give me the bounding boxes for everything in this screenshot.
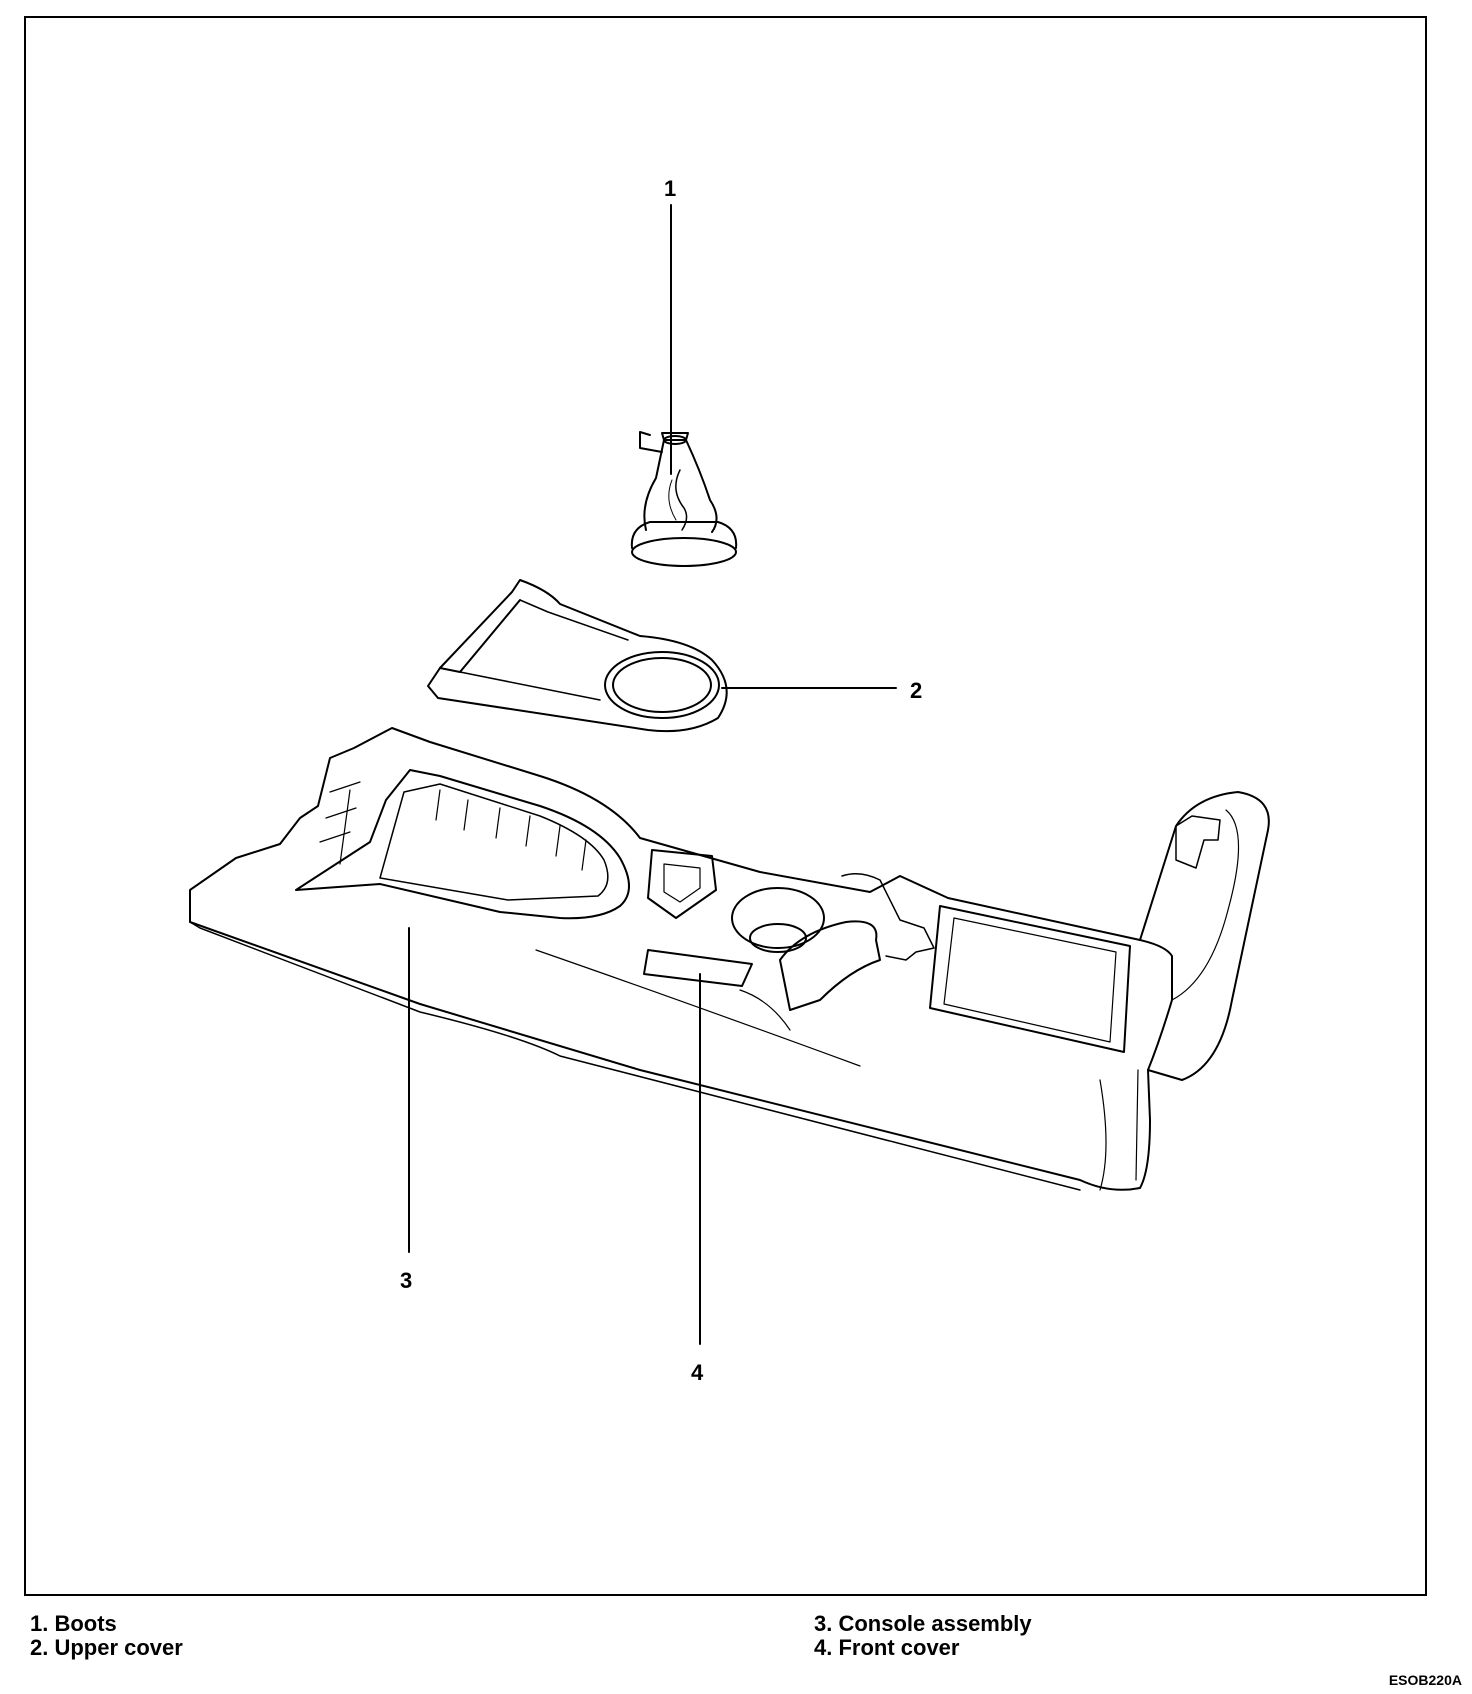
callout-2: 2 xyxy=(910,678,923,703)
figure-code: ESOB220A xyxy=(1388,1672,1462,1688)
callout-3: 3 xyxy=(400,1268,413,1293)
legend-left: 1. Boots 2. Upper cover xyxy=(30,1612,183,1660)
legend-right: 3. Console assembly 4. Front cover xyxy=(814,1612,1032,1660)
legend-item-console-assembly: 3. Console assembly xyxy=(814,1611,1032,1636)
legend-item-boots: 1. Boots xyxy=(30,1611,117,1636)
leader-lines xyxy=(408,204,897,1345)
console-body-part xyxy=(189,727,1270,1191)
callout-1: 1 xyxy=(664,176,677,201)
diagram-frame xyxy=(24,16,1427,1596)
legend-item-upper-cover: 2. Upper cover xyxy=(30,1635,183,1660)
shift-boot-part xyxy=(630,431,738,567)
legend-item-front-cover: 4. Front cover xyxy=(814,1635,960,1660)
upper-cover-part xyxy=(427,579,728,733)
callout-4: 4 xyxy=(691,1360,704,1385)
